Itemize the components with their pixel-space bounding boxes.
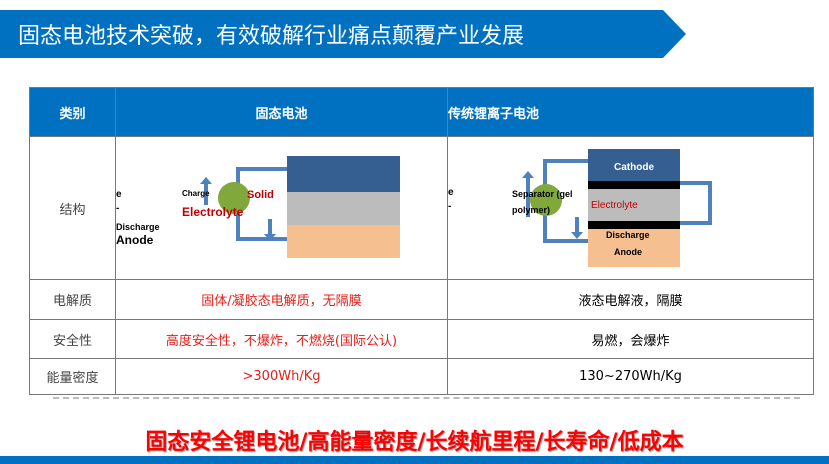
traditional-diagram-cell: Cathode e - Separator (gel polymer) Elec… [447,136,814,280]
arrow-down-icon [571,217,583,239]
label-discharge: Discharge [116,222,160,232]
table-row: 能量密度 >300Wh/Kg 130~270Wh/Kg [29,358,814,395]
label-e: e [448,187,454,198]
row-label: 结构 [29,136,116,280]
slogan: 固态安全锂电池/高能量密度/长续航里程/长寿命/低成本 [145,430,684,455]
row-label: 安全性 [29,319,116,359]
table-row: 电解质 固体/凝胶态电解质，无隔膜 液态电解液，隔膜 [29,279,814,320]
cathode-block [287,156,400,192]
load-circle [218,182,250,214]
row-label: 能量密度 [29,358,116,395]
anode-block [287,225,400,258]
separator-bar-bottom [588,221,680,229]
electrolyte-block [588,189,680,221]
solid-value: >300Wh/Kg [115,358,448,395]
table-row: 结构 e - Discharge Anode Charge Solid Elec… [29,136,814,280]
table-row: 安全性 高度安全性，不爆炸，不燃烧(国际公认) 易燃，会爆炸 [29,319,814,359]
anode-block [588,229,680,267]
comparison-table: 类别 固态电池 传统锂离子电池 结构 e - Discharge Anode C… [29,87,814,395]
label-dash: - [448,201,452,212]
electrolyte-block [287,192,400,225]
header-solid: 固态电池 [115,87,448,137]
return-wire [680,181,712,225]
cathode-block: Cathode [588,149,680,181]
header-category: 类别 [29,87,116,137]
label-anode: Anode [116,233,154,247]
table-header: 类别 固态电池 传统锂离子电池 [29,87,814,137]
label-charge: Charge [182,189,210,198]
label-separator: Separator (gel [512,189,573,199]
traditional-value: 液态电解液，隔膜 [447,279,814,320]
row-label: 电解质 [29,279,116,320]
separator-bar-top [588,181,680,189]
solid-diagram-cell: e - Discharge Anode Charge Solid Electro… [115,136,448,280]
arrow-up-icon [200,177,212,205]
dashed-divider [53,397,800,399]
arrow-down-icon [264,219,276,241]
traditional-value: 易燃，会爆炸 [447,319,814,359]
traditional-value: 130~270Wh/Kg [447,358,814,395]
label-discharge: Discharge [606,230,650,240]
label-solid: Solid [247,189,274,201]
title-banner: 固态电池技术突破，有效破解行业痛点颠覆产业发展 [0,10,686,58]
label-separator-2: polymer) [512,205,551,215]
solid-value: 高度安全性，不爆炸，不燃烧(国际公认) [115,319,448,359]
label-electrolyte: Electrolyte [591,200,638,211]
label-electrolyte: Electrolyte [182,205,244,219]
page-title: 固态电池技术突破，有效破解行业痛点颠覆产业发展 [18,24,525,49]
arrow-up-icon [522,171,534,217]
load-circle [530,184,562,216]
header-traditional: 传统锂离子电池 [447,87,814,137]
label-anode: Anode [614,247,642,257]
label-dash: - [116,203,120,214]
footer-bar [0,456,829,464]
solid-value: 固体/凝胶态电解质，无隔膜 [115,279,448,320]
label-e: e [116,189,122,200]
